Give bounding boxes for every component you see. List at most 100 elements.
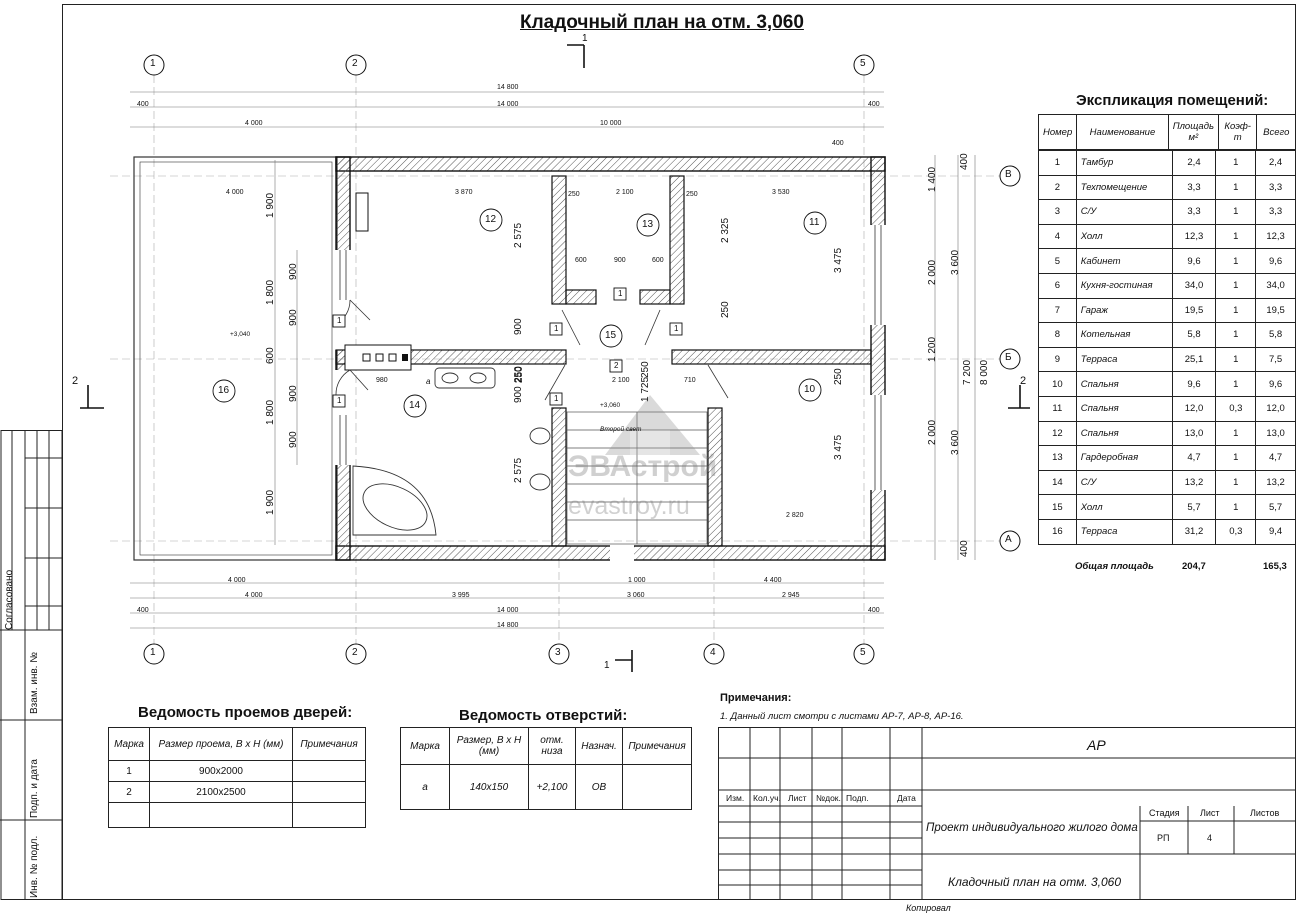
room-number-cell: 11: [1038, 395, 1077, 422]
room-coef-cell: 0,3: [1215, 395, 1257, 422]
table-row: 2 2100x2500: [108, 781, 366, 803]
dim-text: 600: [652, 257, 664, 264]
copied-label: Копировал: [906, 903, 951, 913]
stamp-sheets-label: Листов: [1250, 808, 1280, 818]
room-name-cell: Терраса: [1075, 518, 1173, 545]
room-name-cell: Спальня: [1075, 395, 1173, 422]
room-coef-cell: 1: [1215, 469, 1257, 496]
room-total-cell: 5,8: [1255, 322, 1296, 348]
total-area: 204,7: [1182, 561, 1206, 572]
section-mark: 1: [604, 660, 610, 671]
dim-text: 14 800: [497, 622, 519, 629]
room-total-cell: 12,0: [1255, 395, 1296, 422]
door-note-cell: [292, 781, 366, 803]
dim-text: 10 000: [600, 120, 622, 127]
room-area-cell: 31,2: [1171, 518, 1217, 545]
room-number-cell: 4: [1038, 223, 1077, 250]
axis-label: 5: [860, 647, 866, 658]
room-name-cell: Тамбур: [1075, 150, 1173, 176]
dim-text: 1 725: [640, 376, 651, 402]
dim-text: 14 800: [497, 84, 519, 91]
room-number-cell: 2: [1038, 174, 1077, 201]
room-total-cell: 9,6: [1255, 248, 1296, 274]
column-header: Коэф-т: [1217, 114, 1258, 150]
room-name-cell: Спальня: [1075, 371, 1173, 397]
room-area-cell: 3,3: [1171, 174, 1217, 201]
bath-fixtures: [352, 367, 551, 536]
dim-text: 710: [684, 377, 696, 384]
dim-text: 1 000: [628, 577, 646, 584]
axis-label: 1: [150, 58, 156, 69]
dim-text: 1 800: [265, 279, 276, 305]
dim-text: 4 000: [245, 120, 263, 127]
room-number-cell: 7: [1038, 297, 1077, 324]
door-mark: 1: [554, 394, 559, 403]
room-number-cell: 13: [1038, 445, 1077, 471]
dim-text: 400: [959, 153, 970, 170]
room-total-cell: 3,3: [1255, 174, 1296, 201]
dim-text: 2 000: [927, 259, 938, 285]
door-mark: 1: [337, 396, 342, 405]
door-mark: 2: [614, 361, 619, 370]
room-coef-cell: 1: [1215, 445, 1257, 471]
watermark-brand: ЭВАстрой: [568, 450, 718, 483]
room-number-cell: 10: [1038, 371, 1077, 397]
column-header: Примечания: [292, 727, 366, 761]
left-sidebar-frame: [0, 430, 62, 900]
dim-text: 400: [832, 140, 844, 147]
room-area-cell: 19,5: [1171, 297, 1217, 324]
dim-text: 3 870: [455, 189, 473, 196]
dim-text: 600: [575, 257, 587, 264]
column-header: Площадь м²: [1167, 114, 1219, 150]
section-side-mark: 2: [72, 375, 79, 387]
dim-text: 3 475: [833, 247, 844, 273]
total-sum: 165,3: [1263, 561, 1287, 572]
dim-text: 3 600: [950, 249, 961, 275]
room-coef-cell: 1: [1215, 371, 1257, 397]
room-area-cell: 4,7: [1171, 445, 1217, 471]
room-area-cell: 34,0: [1171, 272, 1217, 299]
notes-text: 1. Данный лист смотри с листами АР-7, АР…: [720, 711, 964, 722]
dim-text: 900: [288, 263, 299, 280]
stamp-col: Подп.: [846, 793, 869, 803]
room-name-cell: Котельная: [1075, 322, 1173, 348]
room-name-cell: Техпомещение: [1075, 174, 1173, 201]
explication-table: Номер Наименование Площадь м² Коэф-т Все…: [1037, 114, 1296, 150]
dim-text: 1 900: [265, 489, 276, 515]
room-area-cell: 12,3: [1171, 223, 1217, 250]
table-row: а 140x150 +2,100 ОВ: [400, 764, 692, 810]
room-coef-cell: 1: [1215, 297, 1257, 324]
dim-text: 3 060: [627, 592, 645, 599]
room-area-cell: 13,0: [1171, 420, 1217, 447]
holes-table: Марка Размер, В х Н (мм) отм. низа Назна…: [400, 727, 692, 810]
stamp-sheet-title: Кладочный план на отм. 3,060: [948, 875, 1121, 889]
dim-text: 4 000: [226, 189, 244, 196]
watermark-logo: [605, 395, 700, 455]
level-mark: +3,040: [230, 331, 251, 338]
sheet-title: Кладочный план на отм. 3,060: [520, 12, 804, 33]
dim-text: 250: [686, 191, 698, 198]
dim-text: 400: [137, 101, 149, 108]
room-number-cell: 3: [1038, 199, 1077, 225]
second-light-label: Второй свет: [600, 426, 642, 433]
room-coef-cell: 1: [1215, 199, 1257, 225]
dim-text: 250: [514, 366, 525, 383]
room-coef-cell: 1: [1215, 272, 1257, 299]
door-size-cell: 900x2000: [149, 760, 293, 782]
column-header: Наименование: [1076, 114, 1169, 150]
dim-text: 250: [640, 361, 651, 378]
stamp-col: Лист: [788, 793, 807, 803]
column-header: Размер проема, В х Н (мм): [149, 727, 293, 761]
watermark-site: evastroy.ru: [568, 492, 690, 520]
dim-text: 3 995: [452, 592, 470, 599]
room-number-cell: 16: [1038, 518, 1077, 545]
axis-label: 5: [860, 58, 866, 69]
door-mark-cell: 1: [108, 760, 150, 782]
dim-text: 2 000: [927, 419, 938, 445]
